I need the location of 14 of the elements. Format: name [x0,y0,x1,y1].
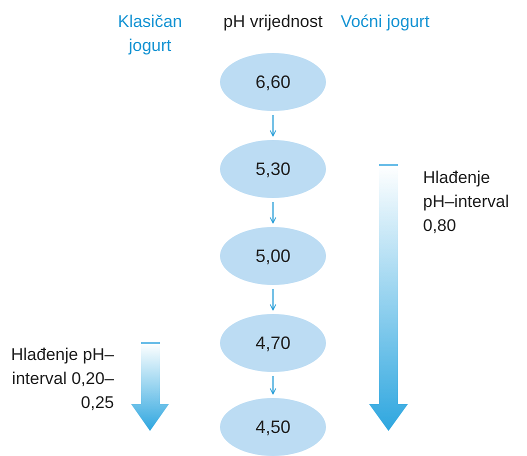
value-text: 4,50 [255,416,291,438]
arrow [270,289,276,310]
value-text: 5,00 [255,246,291,266]
column-heading: Voćni jogurt [340,11,430,33]
value-text: 4,70 [255,332,291,354]
arrow [270,202,276,224]
annotation-text: Hlađenje pH–interval 0,80 [423,167,510,237]
annotation-text: Hlađenje pH–interval 0,20–0,25 [10,344,114,414]
value-text: 6,60 [255,72,291,92]
column-heading: pH vrijednost [222,11,324,33]
arrow [270,115,276,136]
value-text: 5,30 [255,158,291,180]
column-heading: Klasičan jogurt [116,11,184,57]
arrow [270,376,276,394]
